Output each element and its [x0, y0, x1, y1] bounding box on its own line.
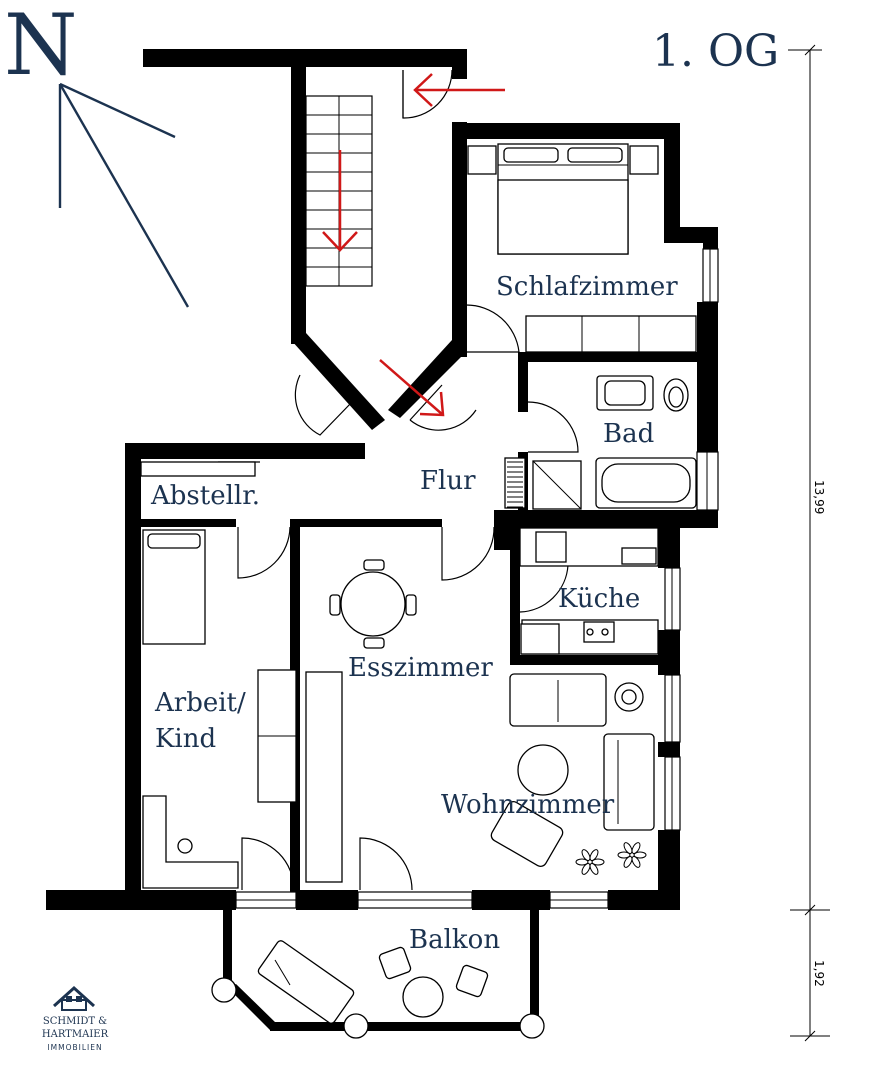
logo-line1: SCHMIDT & [43, 1016, 107, 1027]
logo-line3: IMMOBILIEN [47, 1043, 102, 1052]
north-label: N [4, 0, 78, 94]
doors [218, 69, 579, 891]
abstellr-furniture [140, 461, 256, 477]
label-schlafzimmer: Schlafzimmer [496, 272, 678, 302]
label-wohnzimmer: Wohnzimmer [441, 790, 615, 820]
floor-title: 1. OG [652, 26, 779, 77]
bedroom-furniture [467, 143, 697, 353]
house-icon [52, 985, 96, 1011]
living-furniture [490, 673, 655, 875]
dimension-line: 13,99 1,92 [788, 44, 830, 1042]
label-balkon: Balkon [409, 925, 500, 955]
bath-furniture [504, 375, 697, 510]
sideboard [305, 671, 343, 883]
label-esszimmer: Esszimmer [348, 653, 493, 683]
balcony-furniture [211, 940, 545, 1039]
room-labels: Schlafzimmer Bad Flur Abstellr. Küche Es… [150, 272, 678, 955]
kitchen-furniture [519, 527, 659, 655]
label-bad: Bad [603, 419, 654, 449]
label-kueche: Küche [558, 584, 640, 614]
label-abstellr: Abstellr. [150, 481, 260, 511]
north-compass: N [4, 0, 190, 308]
label-flur: Flur [420, 466, 476, 496]
label-arbeit: Arbeit/ [154, 688, 246, 718]
label-kind: Kind [155, 724, 216, 754]
windows [235, 248, 719, 909]
company-logo: SCHMIDT & HARTMAIER IMMOBILIEN [42, 985, 109, 1052]
route-arrows [322, 73, 505, 417]
dimension-main: 13,99 [812, 480, 826, 514]
logo-line2: HARTMAIER [42, 1029, 109, 1040]
dining-table [329, 559, 417, 649]
walls [46, 49, 718, 1031]
arbeit-furniture [142, 529, 297, 889]
dimension-balcony: 1,92 [812, 960, 826, 987]
